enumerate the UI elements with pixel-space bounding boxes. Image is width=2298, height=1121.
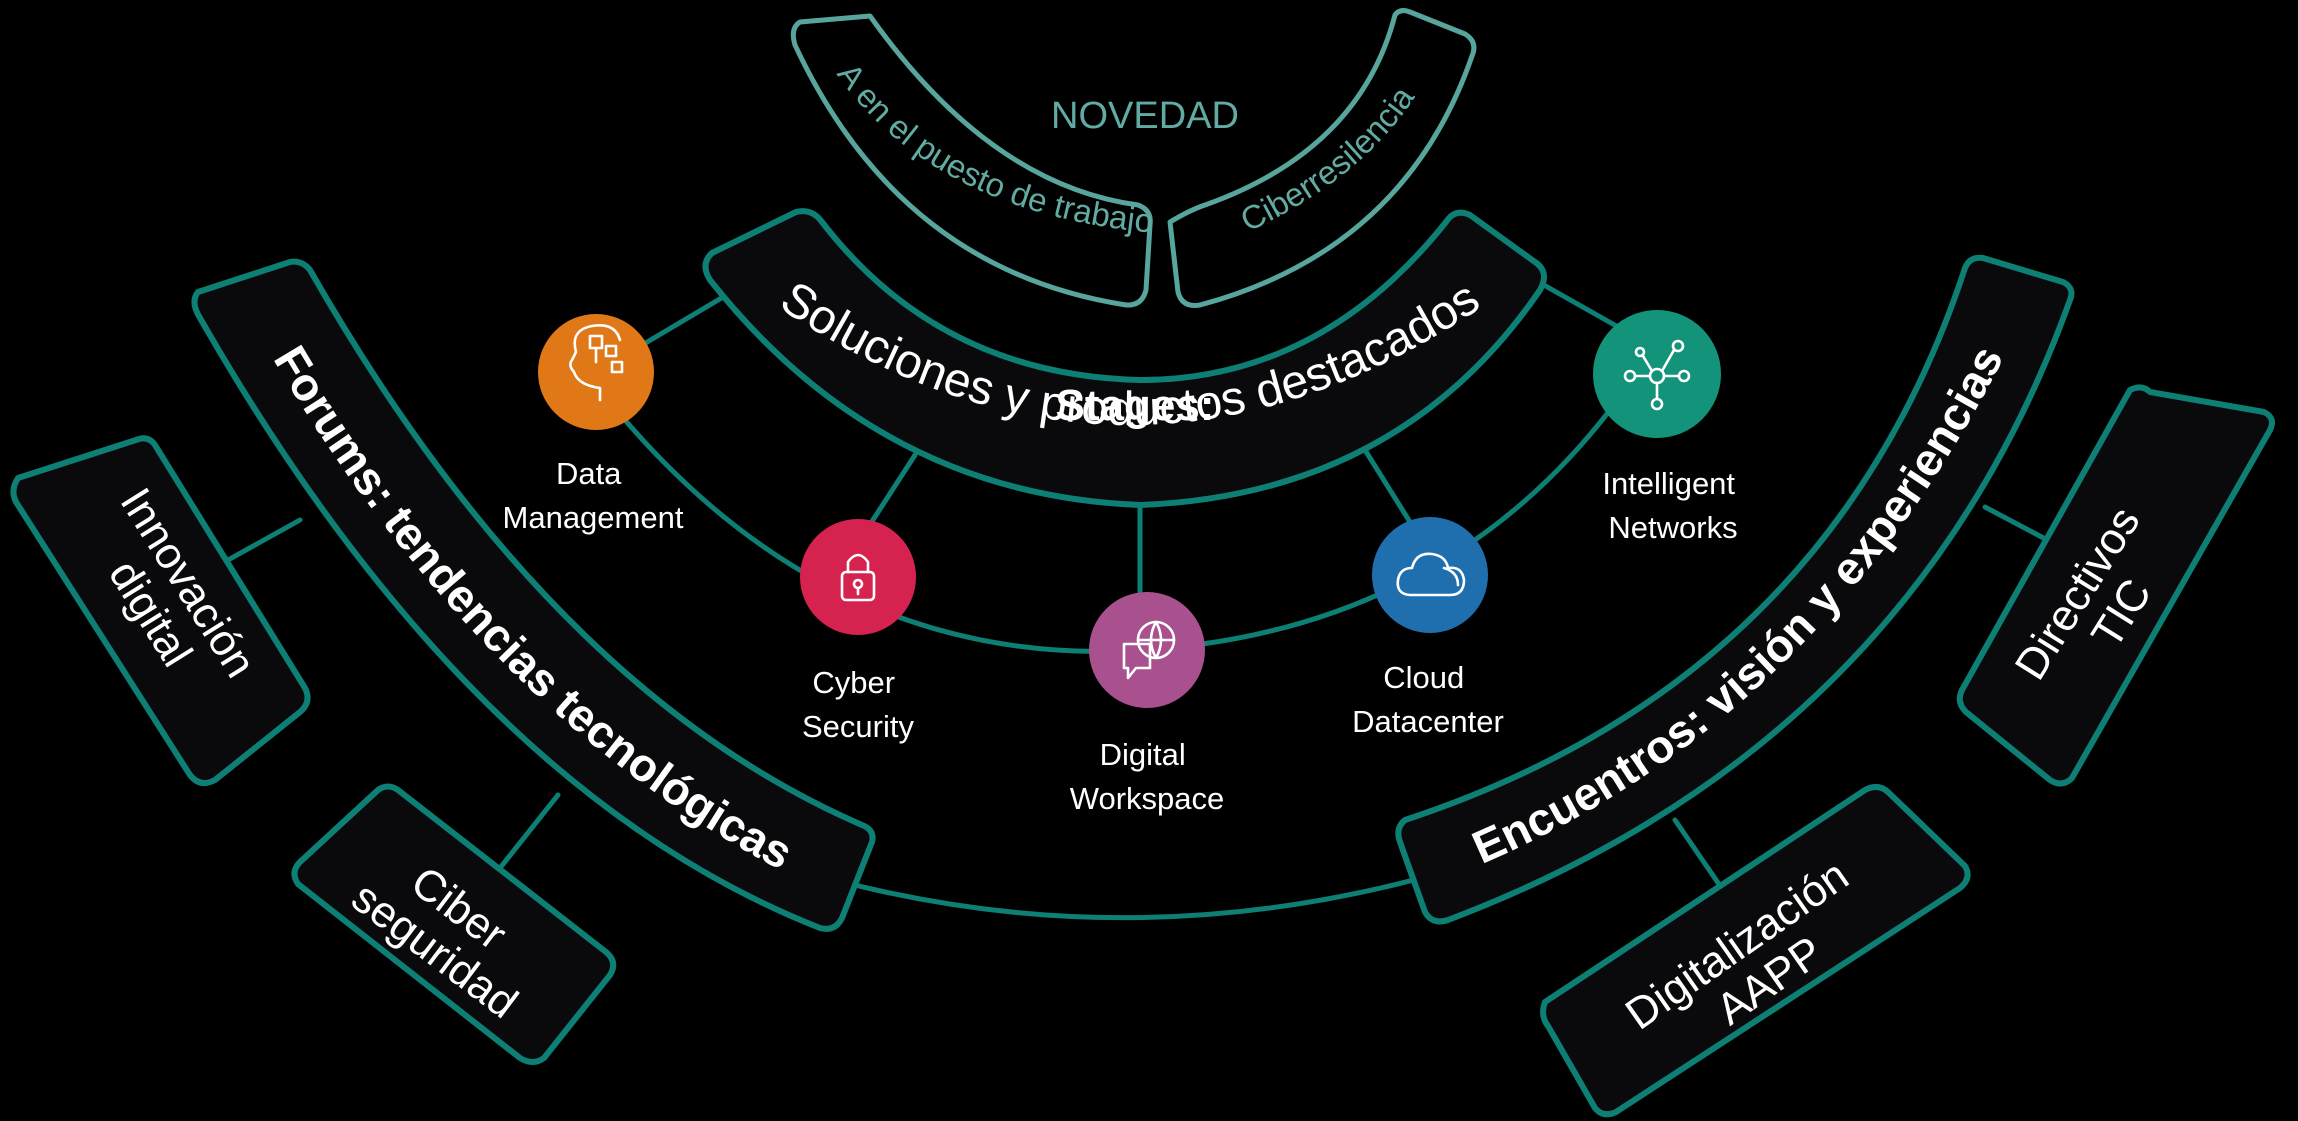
stage-node-data-management[interactable]: Data Management [503, 314, 684, 535]
stages-band[interactable] [702, 208, 1547, 508]
cloud-icon [1396, 552, 1466, 597]
stage-node-cloud-datacenter[interactable]: Cloud Datacenter [1352, 517, 1504, 739]
digital-workspace-line-2: Workspace [1070, 781, 1225, 816]
svg-text:Digital Workspace: Digital Workspace [1070, 737, 1225, 816]
bottom-arc-connector [832, 867, 1453, 921]
chat-globe-icon [1122, 620, 1176, 680]
data-management-line-2: Management [503, 500, 684, 535]
intelligent-networks-line-2: Networks [1608, 510, 1737, 545]
ciber-seguridad-box[interactable]: Ciber seguridad [291, 783, 617, 1065]
svg-text:Cyber Security: Cyber Security [802, 665, 914, 744]
connector-ciberseguridad [497, 792, 561, 871]
connector-digitalizacion [1672, 817, 1728, 896]
novedad-ia-band[interactable] [790, 13, 1153, 308]
encuentros-title: Encuentros: visión y experiencias [1465, 337, 2014, 873]
svg-text:Cloud Datacenter: Cloud Datacenter [1352, 660, 1504, 739]
svg-text:Encuentros: visión y experienc: Encuentros: visión y experiencias [1465, 337, 2014, 873]
encuentros-group: Encuentros: visión y experiencias [1395, 254, 2075, 925]
data-management-line-1: Data [556, 456, 622, 491]
stages-title: Stages: [1056, 381, 1215, 430]
cloud-datacenter-line-2: Datacenter [1352, 704, 1504, 739]
innovacion-digital-box[interactable]: Innovación digital [10, 435, 311, 787]
digitalizacion-aapp-shape [1540, 784, 1971, 1118]
connector-cloud-datacenter [1362, 447, 1418, 533]
intelligent-networks-line-1: Intelligent [1602, 466, 1735, 501]
stage-node-intelligent-networks[interactable]: Intelligent Networks [1593, 310, 1744, 545]
head-circuit-icon [569, 324, 624, 402]
digital-workspace-line-1: Digital [1100, 737, 1186, 772]
cloud-datacenter-circle [1372, 517, 1488, 633]
data-management-circle [538, 314, 654, 430]
intelligent-networks-circle [1593, 310, 1721, 438]
forums-band[interactable] [191, 258, 876, 932]
encuentros-band[interactable] [1395, 254, 2075, 925]
cyber-security-line-1: Cyber [812, 665, 895, 700]
cyber-security-line-2: Security [802, 709, 914, 744]
cyber-security-circle [800, 519, 916, 635]
digital-workspace-circle [1089, 592, 1205, 708]
svg-text:Data Management: Data Management [503, 456, 684, 535]
ciber-seguridad-shape [291, 783, 617, 1065]
novedad-ciber-band[interactable] [1167, 8, 1477, 308]
stage-node-cyber-security[interactable]: Cyber Security [800, 519, 916, 744]
network-hub-icon [1623, 339, 1691, 411]
stage-node-digital-workspace[interactable]: Digital Workspace [1070, 592, 1225, 816]
novedad-heading: NOVEDAD [1051, 95, 1239, 137]
svg-text:Intelligent Networks: Intelligent Networks [1602, 466, 1743, 545]
innovacion-digital-shape [10, 435, 311, 787]
lock-icon [840, 553, 876, 602]
directivos-tic-shape [1956, 384, 2275, 787]
cloud-datacenter-line-1: Cloud [1383, 660, 1464, 695]
